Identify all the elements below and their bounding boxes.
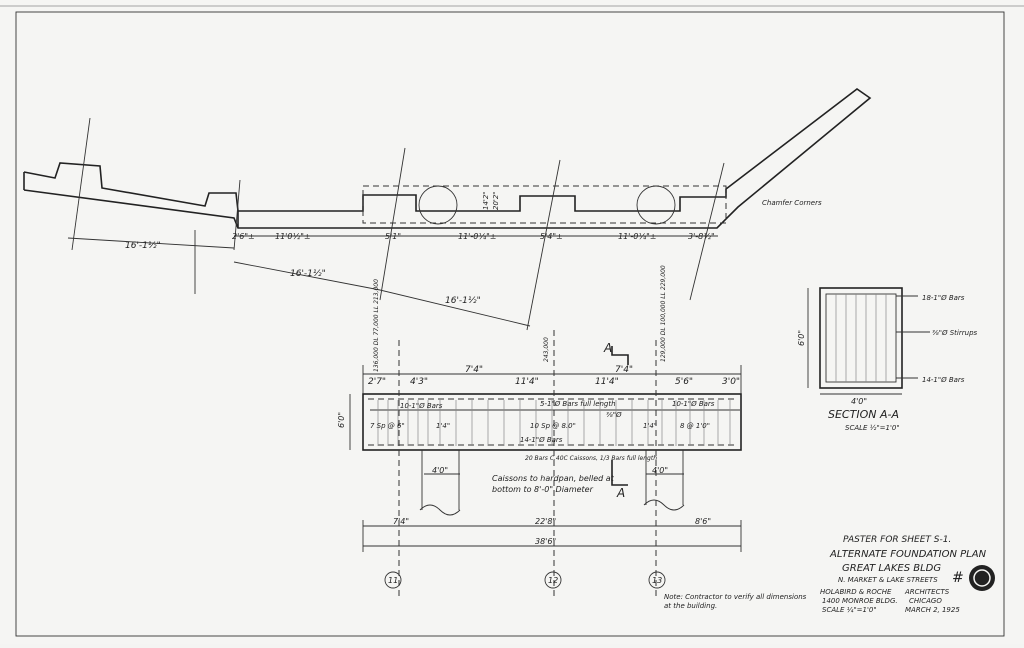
chamfer-note: Chamfer Corners (762, 199, 822, 207)
section-width: 4'0" (851, 397, 867, 406)
bottom-dim-4: 38'6" (535, 537, 556, 546)
section-height: 6'0" (797, 330, 806, 346)
column-marker-13 (648, 571, 666, 589)
bottom-dim-2: 22'8" (535, 517, 556, 526)
beam-dim-2: 4'3" (410, 377, 428, 387)
architect-line-3: SCALE ¼"=1'0" (822, 606, 877, 614)
section-marker-top: A (603, 341, 612, 355)
caisson-dim-1: 4'0" (432, 466, 448, 475)
title-line-1: PASTER FOR SHEET S-1. (843, 535, 951, 545)
title-line-3: GREAT LAKES BLDG (842, 563, 941, 574)
column-label-13: 13 (652, 576, 662, 585)
section-title: SECTION A-A (828, 408, 899, 421)
caisson-dim-2: 4'0" (652, 466, 668, 475)
load-label-1: 136,000 DL 77,000 LL 213,000 (373, 279, 380, 372)
column-marker-11 (384, 571, 402, 589)
plan-dim-1: 2'6"± (232, 232, 255, 241)
load-label-2: 243,000 (543, 337, 550, 362)
caisson-text-1: Caissons to hardpan, belled at (492, 474, 615, 483)
diag-dim-2: 16'-1½" (290, 269, 326, 279)
contractor-note-1: Note: Contractor to verify all dimension… (664, 593, 807, 601)
beam-dim-8: 3'0" (722, 377, 740, 387)
architect-line-1: HOLABIRD & ROCHE (820, 588, 892, 596)
architect-line-2: 1400 MONROE BLDG. (822, 597, 898, 605)
plan-dim-2: 11'0½"± (275, 232, 311, 241)
bar-note-1: 10-1"Ø Bars (400, 402, 443, 410)
bar-note-3: 10-1"Ø Bars (672, 400, 715, 408)
plan-dim-7: 3'-8½" (688, 232, 715, 241)
city-line-2: CHICAGO (909, 597, 942, 605)
caisson-text-2: bottom to 8'-0" Diameter (492, 485, 594, 494)
bar-note-2: 5-1"Ø Bars full length (540, 400, 616, 408)
contractor-note-2: at the building. (664, 602, 717, 610)
spacing-2: 1'4" (436, 422, 450, 430)
bottom-dim-3: 8'6" (695, 517, 711, 526)
column-label-12: 12 (548, 576, 558, 585)
title-line-2: ALTERNATE FOUNDATION PLAN (829, 549, 987, 560)
beam-dim-6: 7'4" (615, 365, 633, 375)
spacing-1: 7 Sp @ 6" (370, 422, 405, 430)
section-scale: SCALE ½"=1'0" (845, 424, 900, 432)
caisson-bars-note: 20 Bars C.40C Caissons, 1/3 Bars full le… (525, 455, 657, 462)
sheet-border (15, 11, 1005, 637)
plan-dim-3: 5'1" (385, 232, 401, 241)
plan-dashed-bay (362, 185, 727, 224)
beam-dim-3: 7'4" (465, 365, 483, 375)
plan-depth-2: 20'2" (492, 191, 500, 210)
diag-dim-3: 16'-1½" (445, 296, 481, 306)
section-label-stirrups: ⅜"Ø Stirrups (932, 329, 978, 337)
caisson-circle-left (418, 185, 458, 225)
stirrup-note: ⅜"Ø (606, 411, 622, 419)
section-a-a (807, 287, 930, 395)
plan-dim-6: 11'-0¼"± (618, 232, 657, 241)
beam-dim-7: 5'6" (675, 377, 693, 387)
beam-height: 6'0" (337, 412, 346, 428)
beam-dim-4: 11'4" (515, 377, 539, 387)
city-line-1: ARCHITECTS (904, 588, 950, 596)
caisson-circle-right (636, 185, 676, 225)
spacing-3: 10 Sp @ 8.0" (530, 422, 576, 430)
foundation-plan-wall (23, 88, 872, 331)
bar-note-4: 14-1"Ø Bars (520, 436, 563, 444)
sheet-number: # (952, 570, 964, 586)
plan-dim-4: 11'-0¼"± (458, 232, 497, 241)
city-line-3: MARCH 2, 1925 (905, 606, 960, 614)
plan-depth-1: 14'2" (482, 191, 490, 210)
section-label-bottom-bars: 14-1"Ø Bars (922, 376, 965, 384)
title-line-4: N. MARKET & LAKE STREETS (838, 576, 938, 584)
beam-dim-1: 2'7" (368, 377, 386, 387)
bottom-dim-1: 7'4" (393, 517, 409, 526)
beam-dim-5: 11'4" (595, 377, 619, 387)
section-label-top-bars: 18-1"Ø Bars (922, 294, 965, 302)
spacing-5: 8 @ 1'0" (680, 422, 710, 430)
column-label-11: 11 (388, 576, 398, 585)
column-marker-12 (544, 571, 562, 589)
archive-stamp (969, 565, 995, 591)
beam-elevation (349, 330, 742, 600)
beam-outline (362, 393, 742, 451)
diag-dim-1: 16'-1½" (125, 241, 161, 251)
spacing-4: 1'4" (643, 422, 657, 430)
section-marker-bottom: A (616, 486, 625, 500)
load-label-3: 129,000 DL 100,000 LL 229,000 (660, 265, 667, 362)
plan-dim-5: 5'4"± (540, 232, 563, 241)
